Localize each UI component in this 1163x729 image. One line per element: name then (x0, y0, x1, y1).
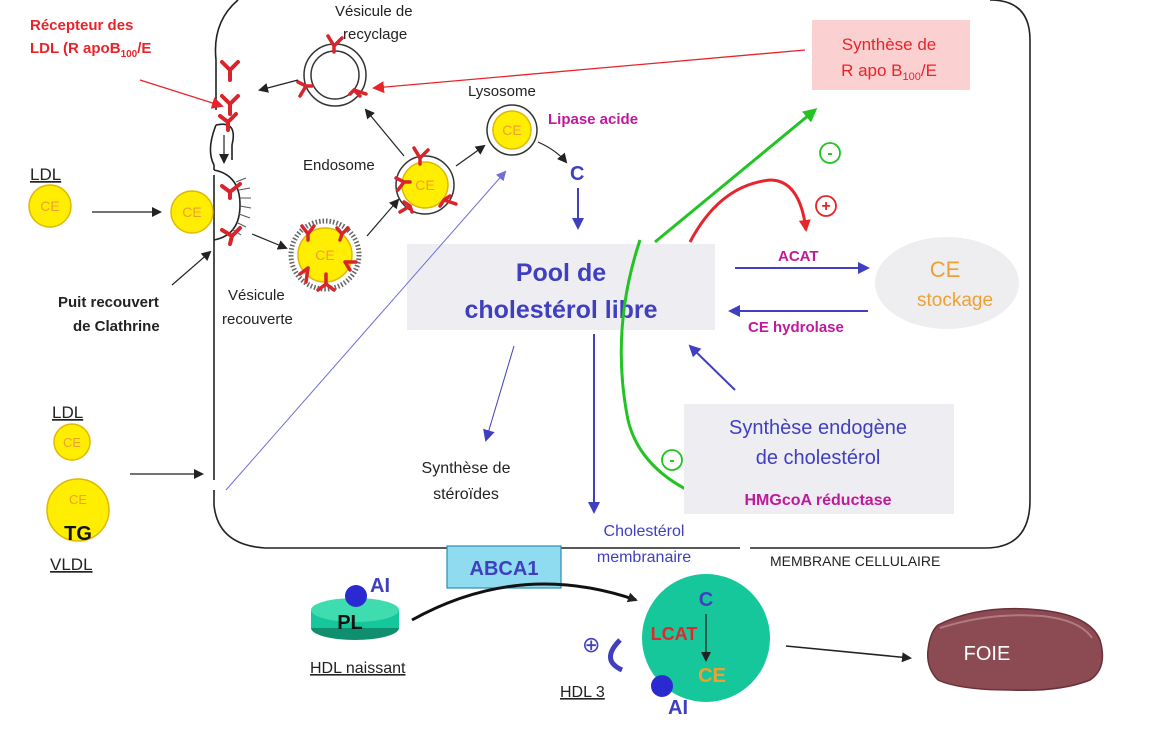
membrane-chol-line2: membranaire (597, 549, 691, 566)
endogenous-label-line1: Synthèse endogène (729, 417, 907, 439)
arrow-lysosome-to-c (537, 141, 568, 164)
ce-storage-ellipse (875, 237, 1019, 329)
hdl3-label: HDL 3 (560, 684, 605, 701)
arrow-rapo-to-recycling (372, 49, 806, 94)
synthesis-rapo-line1: Synthèse de (842, 35, 937, 54)
arrow-pool-to-steroids (483, 345, 515, 442)
minus-sign-rapo: - (819, 142, 841, 164)
svg-text:PL: PL (337, 612, 363, 634)
liver-label: FOIE (964, 643, 1011, 665)
pool-label-line1: Pool de (516, 259, 606, 287)
arrow-recycling-to-membrane (258, 79, 299, 93)
arrow-vldl-to-lysosome (225, 170, 507, 491)
recycling-vesicle-label-line1: Vésicule de (335, 3, 413, 20)
steroids-label-line1: Synthèse de (422, 460, 511, 477)
abca1-box (446, 545, 562, 589)
hdl3-particle: C LCAT CE AI (642, 574, 770, 719)
ldl-bottom-particle: CE (53, 423, 91, 461)
arrow-endogenous-to-pool (688, 344, 736, 391)
svg-text:LCAT: LCAT (651, 624, 698, 644)
green-arrow-pool-to-rapo (654, 108, 818, 244)
svg-text:CE: CE (182, 204, 201, 220)
plus-sign-acat: + (815, 195, 837, 217)
red-arrow-pool-to-acat (688, 178, 811, 243)
svg-text:CE: CE (315, 247, 334, 263)
arrow-hdl3-to-liver (785, 645, 912, 663)
svg-text:-: - (827, 145, 832, 162)
svg-text:-: - (669, 452, 674, 469)
nascent-hdl-particle: AI PL (311, 575, 399, 640)
membrane-receptors (218, 60, 242, 246)
endosome: CE (394, 146, 458, 215)
vldl-label: VLDL (50, 555, 93, 574)
svg-text:CE: CE (502, 122, 521, 138)
lysosome-label: Lysosome (468, 83, 536, 100)
svg-text:+: + (821, 198, 830, 215)
cell-membrane-label: MEMBRANE CELLULAIRE (770, 553, 940, 569)
hdl3-activation-arrow (608, 638, 624, 673)
ldl-top-label: LDL (30, 165, 61, 184)
arrow-endosome-to-recycling (364, 108, 405, 157)
ldl-top-particle: CE (28, 184, 72, 228)
recycling-vesicle-label-line2: recyclage (343, 26, 407, 43)
liver-shape (926, 607, 1104, 692)
cholesterol-pool-box (407, 244, 715, 330)
svg-text:AI: AI (668, 697, 688, 719)
endosome-label: Endosome (303, 157, 375, 174)
svg-text:CE: CE (415, 177, 434, 193)
svg-text:TG: TG (64, 523, 92, 545)
recycling-vesicle (296, 34, 368, 107)
minus-sign-hmgcoa: - (661, 449, 683, 471)
coated-vesicle-label-line1: Vésicule (228, 287, 285, 304)
coated-pit-label-line2: de Clathrine (73, 318, 160, 335)
svg-text:CE: CE (63, 435, 81, 450)
arrow-nascent-to-hdl3 (411, 582, 638, 622)
vldl-particle: CE TG (46, 478, 110, 545)
pool-label-line2: cholestérol libre (464, 296, 657, 324)
receptor-pointer-arrow (139, 79, 224, 109)
svg-text:C: C (699, 589, 713, 611)
arrow-coated-pit-pointer (171, 250, 212, 286)
membrane-chol-line1: Cholestérol (604, 523, 685, 540)
synthesis-rapo-line2: R apo B100/E (841, 61, 937, 83)
abca1-label: ABCA1 (470, 558, 539, 580)
arrow-endosome-to-lysosome (455, 144, 486, 167)
steroids-label-line2: stéroïdes (433, 486, 499, 503)
cell-membrane-outline (209, 0, 1031, 549)
svg-text:AI: AI (370, 575, 390, 597)
acat-label: ACAT (778, 248, 819, 265)
svg-text:CE: CE (40, 198, 59, 214)
ldl-bottom-label: LDL (52, 403, 83, 422)
endogenous-synthesis-box (684, 404, 954, 514)
nascent-hdl-label: HDL naissant (310, 660, 406, 677)
ce-storage-line1: CE (930, 257, 961, 282)
green-arrow-pool-to-hmgcoa (619, 239, 703, 499)
ldl-receptor-label-line1: Récepteur des (30, 17, 133, 34)
hdl3-circled-plus: ⊕ (582, 632, 600, 657)
svg-text:CE: CE (69, 492, 87, 507)
arrow-pit-to-coated-vesicle (251, 233, 288, 250)
endogenous-label-line2: de cholestérol (756, 447, 881, 469)
coated-pit-label-line1: Puit recouvert (58, 294, 159, 311)
ldl-bound-particle: CE (170, 190, 214, 234)
coated-vesicle: CE (288, 218, 362, 292)
svg-text:CE: CE (698, 665, 726, 687)
acid-lipase-label: Lipase acide (548, 111, 638, 128)
lysosome: CE (486, 104, 538, 156)
coated-vesicle-label-line2: recouverte (222, 311, 293, 328)
synthesis-rapo-box (812, 20, 970, 90)
ce-hydrolase-label: CE hydrolase (748, 319, 844, 336)
ce-storage-line2: stockage (917, 290, 993, 311)
ldl-receptor-label-line2: LDL (R apoB100/E (30, 40, 151, 60)
free-cholesterol-c: C (570, 163, 584, 185)
hmgcoa-label: HMGcoA réductase (745, 492, 892, 509)
arrow-coated-to-endosome (366, 198, 400, 237)
